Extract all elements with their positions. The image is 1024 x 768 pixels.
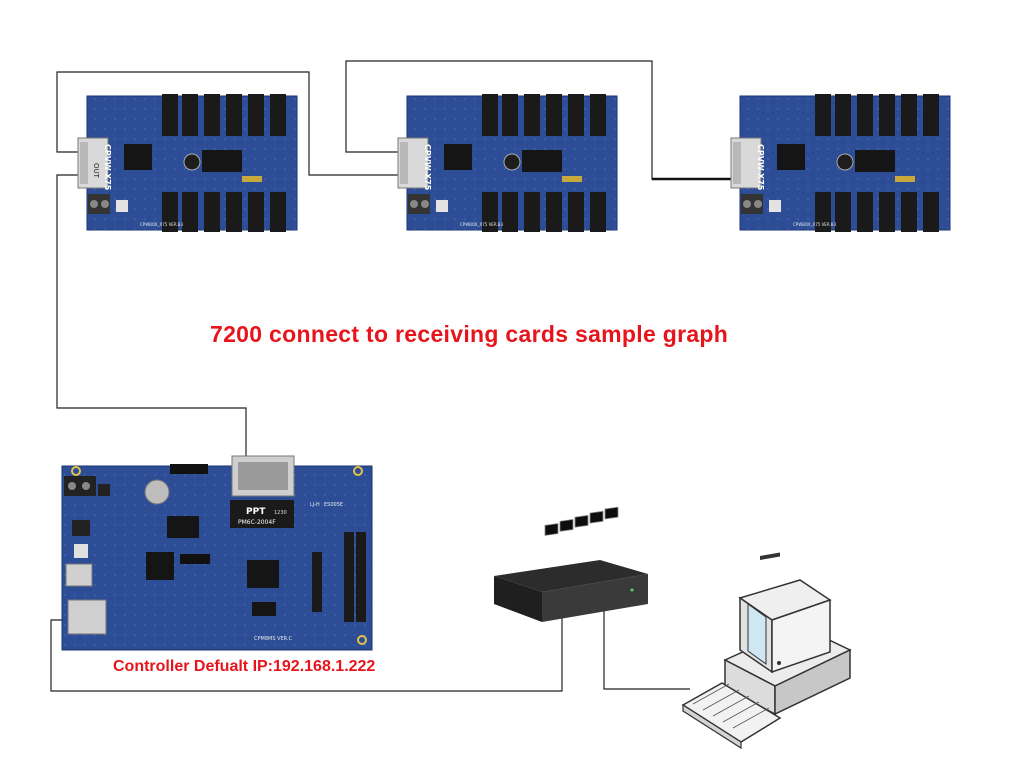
controller-board: PPT 1230 PM6C-2004F LJ-H ES005E	[61, 455, 373, 651]
desktop-computer-icon	[681, 552, 852, 750]
board-version-label: CPM8MS VER.C	[254, 636, 293, 642]
receiving-card-1: OUT CPVW-X75 CPWBOX_X75 VER.B3	[77, 94, 298, 232]
diagram-title: 7200 connect to receiving cards sample g…	[210, 321, 729, 347]
network-switch	[494, 506, 648, 622]
receiving-card-2: CPVW-X75 CPWBOX_X75 VER.B3	[397, 94, 618, 232]
receiving-card-3: CPVW-X75 CPWBOX_X75 VER.B3	[730, 94, 951, 232]
chip-label-1: LJ-H	[310, 502, 320, 508]
card-model-label: CPVW-X75	[423, 144, 432, 191]
wire-controller-to-switch	[50, 610, 563, 692]
wires	[50, 60, 735, 692]
transformer-code: 1230	[274, 510, 287, 516]
wire-card1-to-card2	[56, 71, 402, 176]
card-version-label: CPWBOX_X75 VER.B3	[793, 222, 836, 227]
card-model-label: CPVW-X75	[103, 144, 112, 191]
port-labels: OUT	[92, 163, 100, 179]
wire-switch-to-pc	[603, 610, 690, 690]
transformer-part: PM6C-2004F	[238, 519, 276, 526]
controller-ip-note: Controller Defualt IP:192.168.1.222	[113, 658, 376, 675]
card-version-label: CPWBOX_X75 VER.B3	[460, 222, 503, 227]
wire-controller-to-card1	[56, 174, 247, 462]
card-model-label: CPVW-X75	[756, 144, 765, 191]
transformer-brand: PPT	[246, 507, 266, 517]
chip-label-2: ES005E	[324, 502, 343, 508]
card-version-label: CPWBOX_X75 VER.B3	[140, 222, 183, 227]
